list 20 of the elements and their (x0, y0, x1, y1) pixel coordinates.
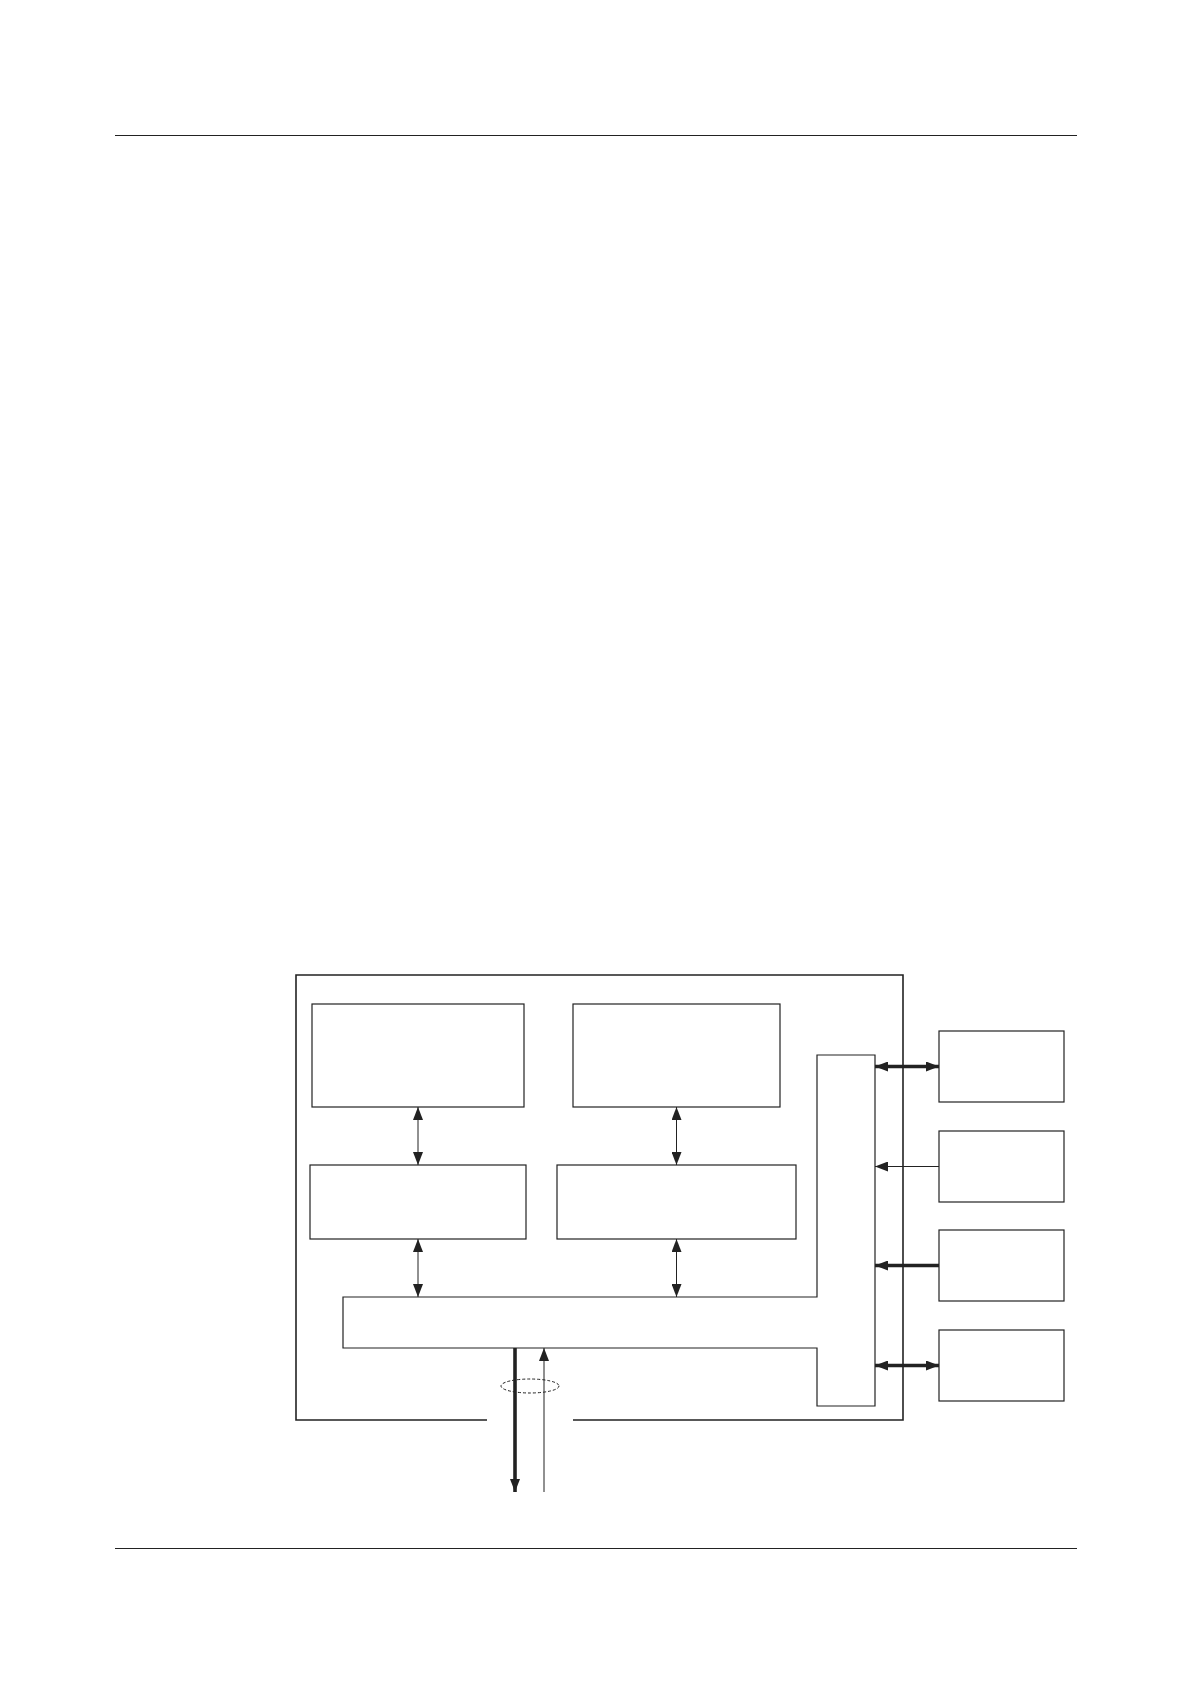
double-arrow (413, 1106, 423, 1166)
block-box (573, 1004, 780, 1107)
double-arrow (413, 1238, 423, 1298)
block-box (939, 1031, 1064, 1102)
block-box (310, 1165, 526, 1239)
double-arrow (671, 1238, 682, 1298)
block-box (557, 1165, 796, 1239)
block-box (312, 1004, 524, 1107)
block-box (939, 1330, 1064, 1401)
block-box (939, 1131, 1064, 1202)
bus-bar (343, 1055, 875, 1406)
block-box (939, 1230, 1064, 1301)
double-arrow (875, 1061, 939, 1072)
double-arrow (671, 1106, 682, 1166)
double-arrow (875, 1360, 939, 1371)
arrow (875, 1260, 939, 1271)
system-frame (296, 975, 903, 1420)
arrow (510, 1348, 520, 1492)
arrow (874, 1161, 940, 1172)
arrow (539, 1347, 549, 1493)
